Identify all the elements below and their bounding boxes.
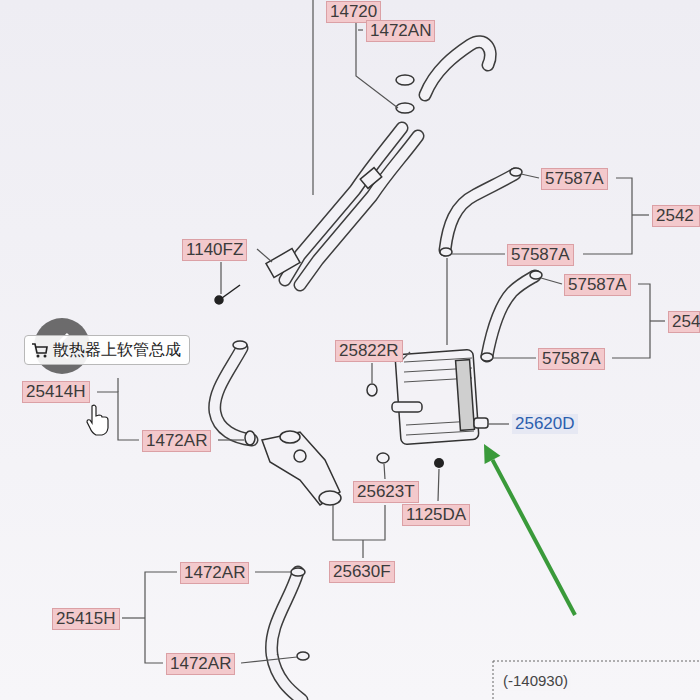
date-note: (-140930)	[500, 671, 571, 691]
callout-number: 1125DA	[402, 504, 470, 526]
callout-number: 2542	[652, 205, 700, 227]
callout-number: 1472AR	[180, 562, 249, 584]
callout-number: 25415H	[52, 608, 120, 630]
callout-number: 57587A	[538, 348, 605, 370]
callout-number: 1472AR	[166, 653, 235, 675]
callout-number: 25414H	[22, 381, 90, 403]
tooltip-box: 散热器上软管总成	[24, 335, 190, 365]
callout-number: 25822R	[335, 340, 403, 362]
callout-number: 57587A	[541, 168, 608, 190]
callout-number: 25630F	[329, 561, 395, 583]
callout-number: 1472AN	[366, 20, 435, 42]
callout-number: 25623T	[353, 481, 419, 503]
callout-number: 1472AR	[142, 430, 211, 452]
callout-number: 1140FZ	[182, 239, 247, 261]
callout-number: 25620D	[512, 414, 578, 434]
cart-icon	[31, 341, 49, 359]
callout-number: 254	[668, 311, 700, 333]
tooltip-text: 散热器上软管总成	[53, 339, 181, 361]
callout-number: 57587A	[507, 244, 574, 266]
callout-number: 57587A	[564, 274, 631, 296]
